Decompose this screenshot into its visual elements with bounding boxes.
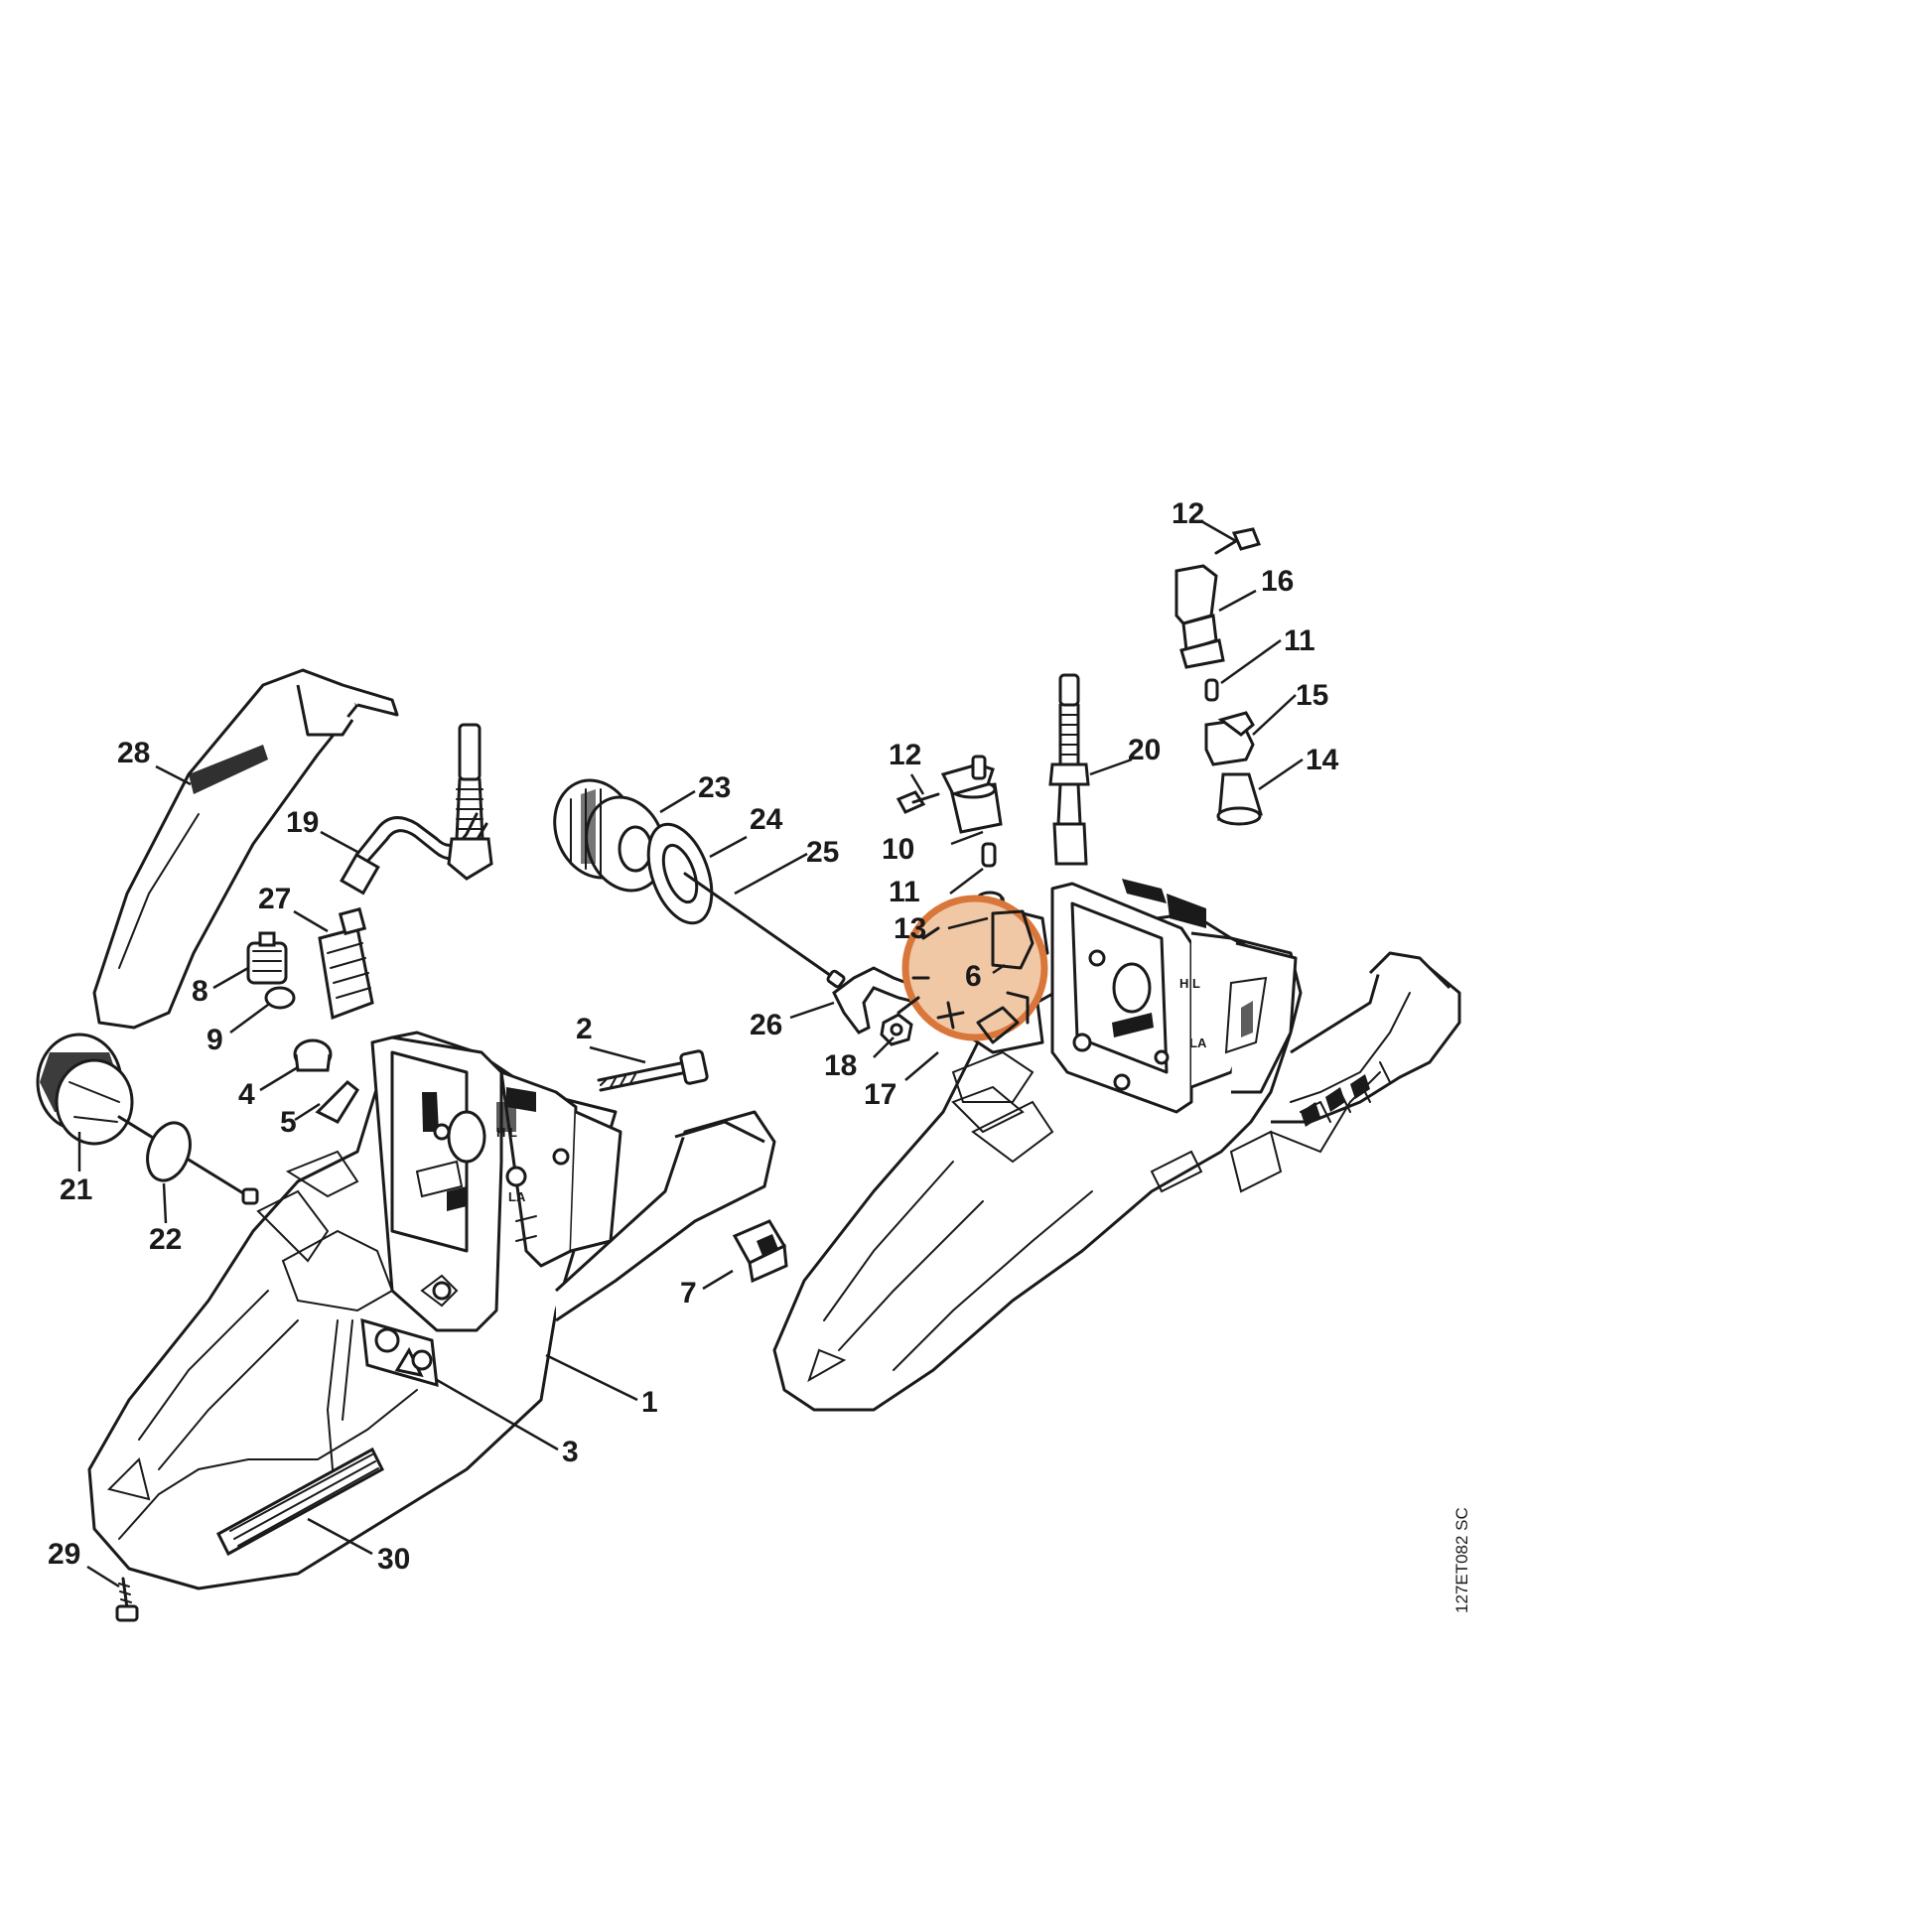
callout-21: 21 [60,1173,92,1206]
callout-2: 2 [576,1013,593,1045]
part-28-hand-guard[interactable] [92,668,399,1030]
part-3-warning-label[interactable] [360,1317,439,1388]
highlight-part-6[interactable] [897,895,1048,1044]
callout-1: 1 [641,1386,658,1419]
part-4-plug[interactable] [293,1038,333,1072]
part-18-nut[interactable] [880,1013,913,1046]
callout-23: 23 [698,771,731,804]
part-24-seal[interactable] [636,816,724,932]
callout-20: 20 [1128,734,1161,766]
part-1-housing-left[interactable]: H L LA [87,1031,776,1590]
part-15-knob[interactable] [1204,711,1255,766]
callout-30: 30 [377,1543,410,1576]
leader-lines [77,519,1304,1588]
callout-11-a: 11 [889,876,920,908]
marking-la-right: LA [1189,1035,1207,1050]
callout-8: 8 [192,975,208,1008]
part-8-oil-pickup[interactable] [246,931,288,985]
part-16-lever[interactable] [1174,564,1225,669]
part-25-rod[interactable] [683,872,846,989]
part-30-grip-pad[interactable] [216,1447,384,1557]
callout-12-a: 12 [889,739,921,771]
part-29-screw[interactable] [115,1577,139,1622]
callout-14: 14 [1306,744,1339,776]
part-7-slider[interactable] [732,1219,788,1284]
callout-22: 22 [149,1223,182,1256]
callout-17: 17 [864,1078,897,1111]
part-12-screw-b[interactable] [1214,527,1262,555]
drawing-reference: 127ET082 SC [1452,1507,1471,1613]
callout-18: 18 [824,1049,857,1082]
callout-16: 16 [1261,565,1294,598]
part-22-o-ring[interactable] [140,1117,198,1186]
callout-4: 4 [238,1078,255,1111]
callout-5: 5 [280,1106,297,1139]
part-27-pickup-filter[interactable] [318,906,374,1021]
callout-28: 28 [117,737,150,769]
callout-29: 29 [48,1538,80,1571]
callout-13: 13 [894,912,926,945]
part-5-clip[interactable] [315,1079,359,1124]
callout-3: 3 [562,1436,579,1468]
callout-27: 27 [258,883,291,915]
callouts: 28 19 27 8 9 21 22 4 5 2 23 24 25 26 18 … [48,497,1339,1576]
callout-6: 6 [965,960,982,993]
callout-19: 19 [286,806,319,839]
part-23-cap[interactable] [541,768,677,901]
part-2-bolt[interactable] [597,1049,709,1092]
callout-9: 9 [207,1024,223,1056]
part-12-screw-a[interactable] [896,790,940,814]
part-11-spring-a[interactable] [981,842,997,868]
housing-right[interactable]: H L LA [772,879,1461,1412]
callout-12-b: 12 [1172,497,1204,530]
part-20-suction-hose[interactable] [1048,673,1090,866]
part-10-knob[interactable] [940,755,1003,834]
part-9-o-ring[interactable] [264,986,296,1010]
part-suction-hose-left[interactable] [447,723,493,881]
callout-26: 26 [750,1009,782,1041]
marking-hl-right: H L [1179,976,1200,991]
marking-la-left: LA [508,1189,526,1204]
part-14-cap[interactable] [1216,772,1263,826]
callout-7: 7 [680,1277,697,1310]
part-26-bracket[interactable] [832,966,941,1035]
marking-hl-left: H L [496,1125,517,1140]
callout-10: 10 [882,833,914,866]
callout-11-b: 11 [1284,624,1315,657]
callout-24: 24 [750,803,783,836]
callout-25: 25 [806,836,839,869]
part-11-spring-b[interactable] [1204,678,1219,702]
callout-15: 15 [1296,679,1328,712]
